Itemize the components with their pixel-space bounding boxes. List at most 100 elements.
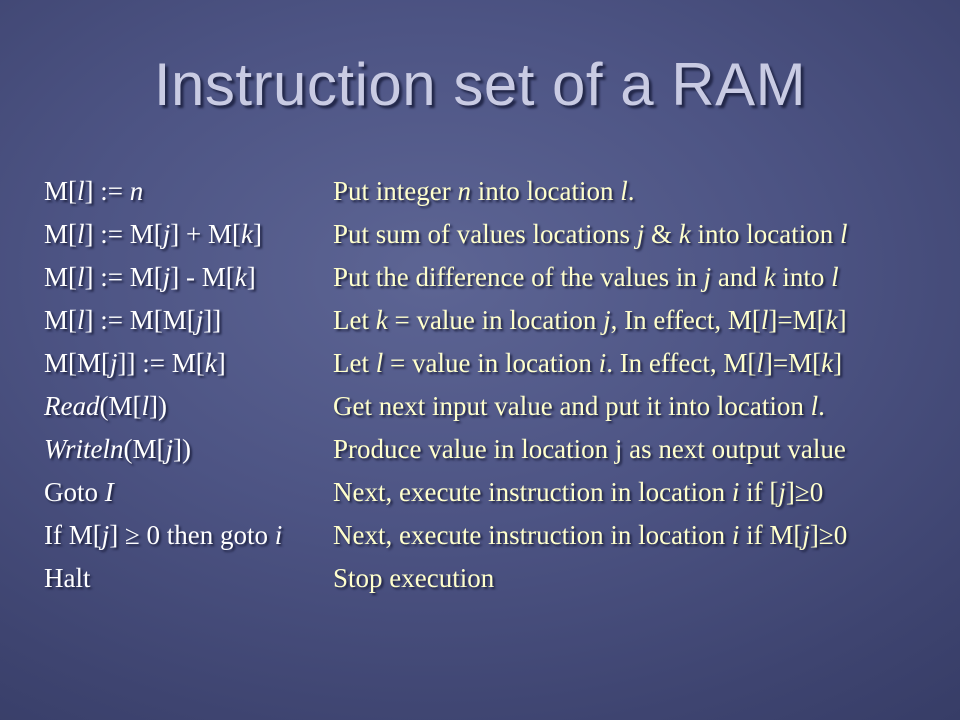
text-span: ]=M[ [768, 305, 826, 335]
text-span: ]≥0 [785, 477, 824, 507]
instruction-row: If M[j] ≥ 0 then goto i Next, execute ins… [44, 514, 950, 557]
text-span: ] + M[ [170, 219, 241, 249]
italic-text: j [603, 305, 611, 335]
text-span: ] - M[ [170, 262, 235, 292]
text-span: ] [216, 348, 226, 378]
italic-text: l [839, 219, 848, 249]
text-span: Put sum of values locations [333, 219, 637, 249]
text-span: . [818, 391, 825, 421]
text-span: = value in location [383, 348, 599, 378]
text-span: if [ [739, 477, 779, 507]
text-span: ]] := M[ [117, 348, 205, 378]
italic-text: l [77, 262, 85, 292]
text-span: Let [333, 348, 376, 378]
italic-text: j [778, 477, 786, 507]
text-span: ]] [203, 305, 222, 335]
text-span: Stop execution [333, 563, 495, 593]
italic-text: k [204, 348, 217, 378]
italic-text: n [129, 176, 144, 206]
description-cell: Produce value in location j as next outp… [333, 428, 846, 471]
text-span: Next, execute instruction in location [333, 520, 732, 550]
instruction-cell: M[l] := M[M[j]] [44, 299, 221, 342]
description-cell: Next, execute instruction in location i … [333, 514, 847, 557]
instruction-cell: M[l] := M[j] + M[k] [44, 213, 262, 256]
instruction-row: Goto I Next, execute instruction in locat… [44, 471, 950, 514]
italic-text: k [825, 305, 838, 335]
text-span: ]=M[ [763, 348, 822, 378]
instruction-row: M[l] := M[j] + M[k]Put sum of values loc… [44, 213, 950, 256]
text-span: M[ [44, 219, 77, 249]
text-span: , In effect, M[ [610, 305, 761, 335]
instruction-cell: Halt [44, 557, 91, 600]
italic-text: l [831, 262, 839, 292]
italic-text: i [731, 520, 740, 550]
italic-text: l [77, 219, 85, 249]
text-span: ]≥0 [809, 520, 848, 550]
instruction-cell: M[l] := n [44, 170, 143, 213]
italic-text: k [234, 262, 247, 292]
text-span: ] ≥ 0 then goto [109, 520, 275, 550]
text-span: into location [690, 219, 840, 249]
description-cell: Let l = value in location i. In effect, … [333, 342, 842, 385]
text-span: Next, execute instruction in location [333, 477, 732, 507]
italic-text: l [77, 305, 85, 335]
italic-text: i [274, 520, 283, 550]
instruction-cell: M[M[j]] := M[k] [44, 342, 226, 385]
text-span: and [711, 262, 764, 292]
text-span: ]) [149, 391, 167, 421]
italic-text: I [104, 477, 114, 507]
description-cell: Get next input value and put it into loc… [333, 385, 825, 428]
instruction-row: Halt Stop execution [44, 557, 950, 600]
text-span: ] [252, 219, 262, 249]
text-span: (M[ [123, 434, 166, 464]
text-span: Produce value in location j as next outp… [333, 434, 846, 464]
italic-text: l [141, 391, 149, 421]
italic-text: l [77, 176, 85, 206]
italic-text: l [760, 305, 769, 335]
instruction-cell: M[l] := M[j] - M[k] [44, 256, 256, 299]
text-span: ] [837, 305, 847, 335]
italic-text: i [731, 477, 740, 507]
text-span: M[ [44, 176, 77, 206]
italic-text: j [802, 520, 810, 550]
italic-text: Read [44, 391, 100, 421]
text-span: & [644, 219, 679, 249]
instruction-row: M[M[j]] := M[k] Let l = value in location… [44, 342, 950, 385]
text-span: Let [333, 305, 376, 335]
italic-text: j [162, 219, 171, 249]
instruction-cell: Goto I [44, 471, 114, 514]
text-span: ] := M[ [84, 262, 163, 292]
text-span: = value in location [387, 305, 604, 335]
text-span: ] := [84, 176, 130, 206]
description-cell: Put sum of values locations j & k into l… [333, 213, 848, 256]
text-span: Halt [44, 563, 91, 593]
description-cell: Next, execute instruction in location i … [333, 471, 823, 514]
instruction-row: M[l] := M[M[j]]Let k = value in location… [44, 299, 950, 342]
text-span: ] [833, 348, 843, 378]
text-span: M[ [44, 305, 77, 335]
italic-text: Writeln [44, 434, 124, 464]
text-span: into location [470, 176, 621, 206]
text-span: M[ [44, 262, 77, 292]
instruction-row: Read(M[l])Get next input value and put i… [44, 385, 950, 428]
text-span: into [775, 262, 832, 292]
text-span: if M[ [739, 520, 803, 550]
text-span: . [627, 176, 635, 206]
text-span: ] := M[M[ [84, 305, 196, 335]
italic-text: k [240, 219, 253, 249]
italic-text: k [375, 305, 388, 335]
instruction-row: Writeln(M[j]) Produce value in location j… [44, 428, 950, 471]
italic-text: j [165, 434, 174, 464]
instruction-cell: Writeln(M[j]) [44, 428, 191, 471]
italic-text: j [195, 305, 204, 335]
slide-title: Instruction set of a RAM [153, 51, 807, 118]
description-cell: Stop execution [333, 557, 494, 600]
italic-text: j [101, 520, 110, 550]
instruction-cell: If M[j] ≥ 0 then goto i [44, 514, 282, 557]
description-cell: Put integer n into location l. [333, 170, 634, 213]
text-span: Put the difference of the values in [333, 262, 704, 292]
italic-text: k [678, 219, 691, 249]
instruction-row: M[l] := M[j] - M[k]Put the difference of… [44, 256, 950, 299]
text-span: Goto [44, 477, 105, 507]
